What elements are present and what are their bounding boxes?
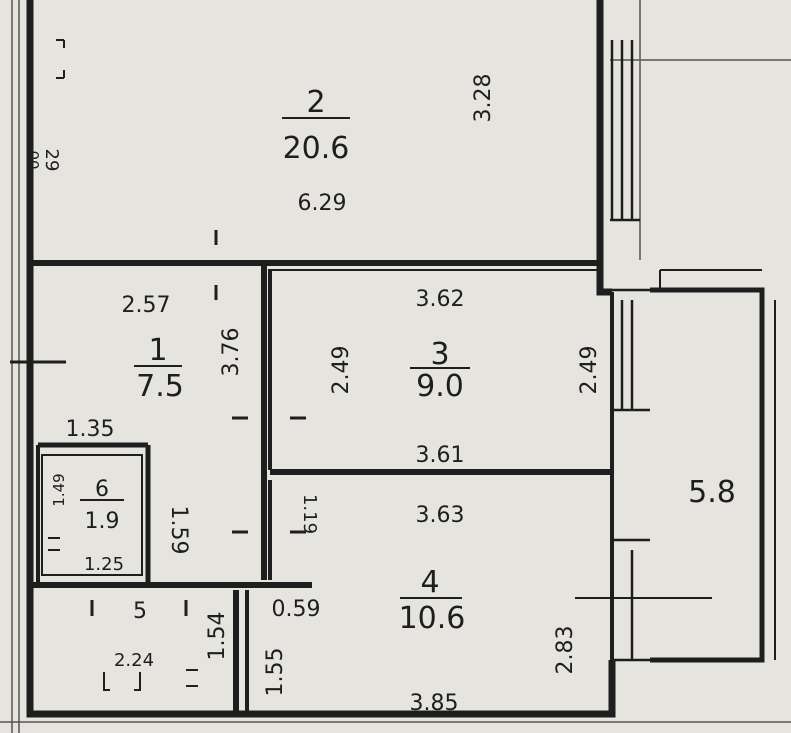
room-4-id: 4 [420, 565, 439, 600]
room-6-bottom-dim: 1.25 [84, 554, 124, 575]
window-right-mid [612, 300, 650, 662]
room-4-right-dim: 2.83 [553, 626, 578, 675]
room-4-bottom-dim: 3.85 [410, 691, 459, 716]
window-right-top [610, 40, 650, 292]
room-6-side-dim: 1.49 [50, 473, 68, 506]
room-5-height: 1.54 [205, 612, 230, 661]
room-2-width: 6.29 [298, 191, 347, 216]
room-2-area: 20.6 [283, 131, 350, 166]
room-4-top-dim: 3.63 [416, 503, 465, 528]
room-3-bottom-dim: 3.61 [416, 443, 465, 468]
door-marks [10, 230, 306, 616]
room-4-area: 10.6 [399, 601, 466, 636]
room-2-height: 3.28 [471, 74, 496, 123]
room-5-width: 2.24 [114, 650, 154, 671]
room-1-top-dim: 2.57 [122, 293, 171, 318]
balcony-area: 5.8 [688, 475, 736, 510]
room-3-id: 3 [430, 337, 449, 372]
room-1-id: 1 [148, 333, 167, 368]
room-1-area: 7.5 [136, 369, 184, 404]
balcony-outline [575, 269, 776, 663]
room-3-left-dim: 2.49 [329, 346, 354, 395]
room-3-area: 9.0 [416, 369, 464, 404]
fixture-symbols [48, 39, 198, 691]
room-3-right-dim: 2.49 [577, 346, 602, 395]
room-3-top-dim: 3.62 [416, 287, 465, 312]
room-5-id: 5 [133, 599, 147, 624]
room-2-id: 2 [306, 85, 325, 120]
room-5-side-dim: 1.55 [263, 648, 288, 697]
room-6-area: 1.9 [85, 509, 120, 534]
room-6-right-dim: 1.59 [166, 506, 191, 555]
room-6-id: 6 [95, 477, 109, 502]
room-4-doorway-dim: 0.59 [272, 597, 321, 622]
room-4-left-dim: 1.19 [299, 494, 320, 534]
margin-mark-29: 29 [41, 149, 62, 172]
room-1-side-dim: 3.76 [219, 328, 244, 377]
margin-mark-00: 00 [24, 150, 42, 169]
room-1-corridor-dim: 1.35 [66, 417, 115, 442]
interior-walls [30, 260, 612, 714]
